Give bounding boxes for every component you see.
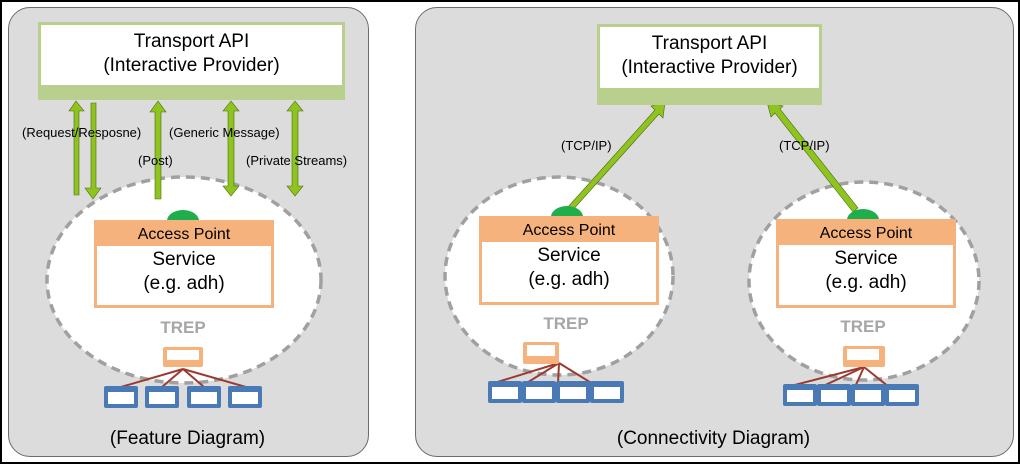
trep-network-conn-1 xyxy=(488,342,624,403)
flow-label-private-streams: (Private Streams) xyxy=(246,153,348,168)
arrow-request-up xyxy=(68,100,85,196)
api-title: Transport API xyxy=(133,31,250,52)
connector-dot-conn-1 xyxy=(551,206,583,217)
service-label: Service xyxy=(834,248,898,269)
connector-dot-conn-2 xyxy=(847,209,879,220)
service-example: (e.g. adh) xyxy=(528,269,610,290)
trep-network-left xyxy=(104,347,262,408)
service-box-left: Access Point Service (e.g. adh) xyxy=(94,220,274,308)
flow-label-generic-message: (Generic Message) xyxy=(169,125,280,140)
arrow-post-up xyxy=(149,100,167,200)
access-point-label: Access Point xyxy=(97,223,271,246)
service-example: (e.g. adh) xyxy=(143,273,225,294)
connection-label-2: (TCP/IP) xyxy=(779,138,830,153)
arrow-tcpip-2 xyxy=(766,101,859,213)
trep-label-left: TREP xyxy=(160,318,206,337)
arrow-response-down xyxy=(84,102,102,200)
api-title: Transport API xyxy=(651,33,768,54)
service-box-conn-1: Access Point Service (e.g. adh) xyxy=(479,216,659,305)
connector-dot-left xyxy=(167,210,199,221)
api-subtitle: (Interactive Provider) xyxy=(621,57,798,78)
api-box-right: Transport API (Interactive Provider) xyxy=(597,24,822,91)
connectivity-diagram-caption: (Connectivity Diagram) xyxy=(616,428,811,449)
feature-diagram-caption: (Feature Diagram) xyxy=(109,428,266,449)
connection-label-1: (TCP/IP) xyxy=(561,138,612,153)
api-subtitle: (Interactive Provider) xyxy=(103,55,280,76)
arrow-generic-message xyxy=(222,100,240,197)
service-label: Service xyxy=(537,245,601,266)
access-point-label: Access Point xyxy=(482,219,656,242)
api-box-left: Transport API (Interactive Provider) xyxy=(38,22,345,88)
trep-label-conn-1: TREP xyxy=(543,314,589,333)
flow-label-post: (Post) xyxy=(138,153,173,168)
service-label: Service xyxy=(152,249,216,270)
service-box-conn-2: Access Point Service (e.g. adh) xyxy=(776,219,956,308)
flow-label-request-response: (Request/Resposne) xyxy=(22,125,142,140)
trep-network-conn-2 xyxy=(783,346,919,406)
trep-label-conn-2: TREP xyxy=(840,317,886,336)
access-point-label: Access Point xyxy=(779,222,953,245)
arrow-private-streams xyxy=(286,100,304,197)
service-example: (e.g. adh) xyxy=(825,272,907,293)
